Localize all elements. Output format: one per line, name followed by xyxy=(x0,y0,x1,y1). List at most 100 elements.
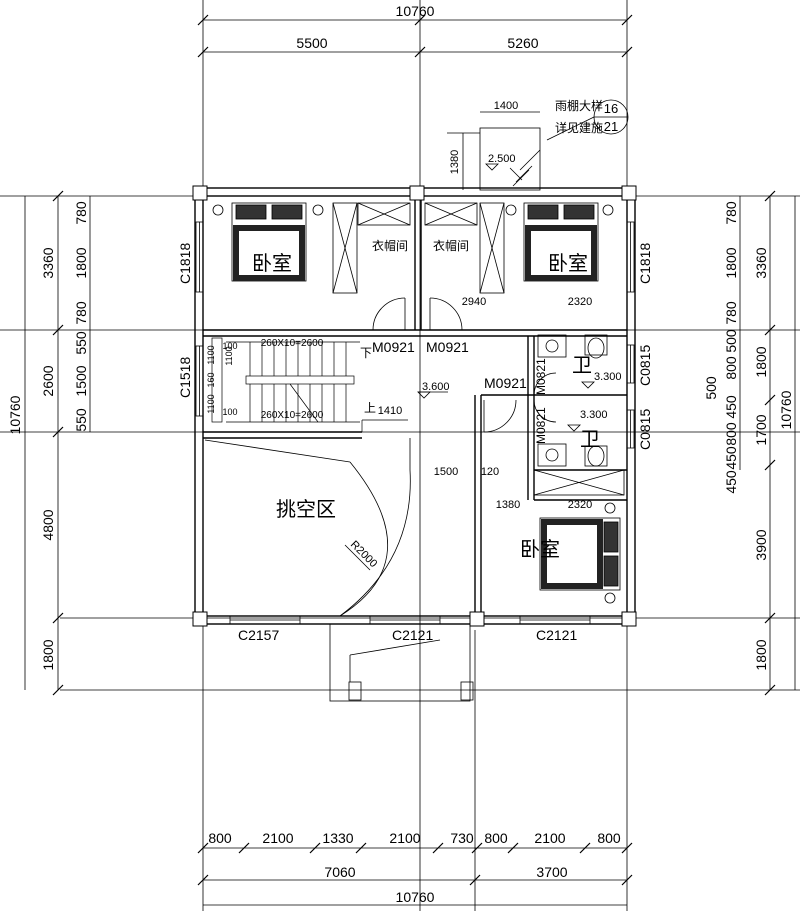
dim-top-right: 5260 xyxy=(507,35,538,51)
dim-bed3-left: 1380 xyxy=(496,499,520,511)
dimension-lines xyxy=(24,19,796,906)
elevation-markers xyxy=(417,163,595,432)
wall-column-markers xyxy=(192,185,637,627)
stair-down-label: 下 xyxy=(360,346,372,360)
dim-left-d6: 550 xyxy=(73,408,89,432)
bed-left xyxy=(212,202,324,282)
dim-right-g5: 1800 xyxy=(753,639,769,670)
dim-left-g2: 2600 xyxy=(40,365,56,396)
dim-stair-w3: 160 xyxy=(206,372,216,387)
dim-right-d1: 780 xyxy=(723,201,739,225)
stair-up-label: 上 xyxy=(364,401,376,415)
door-tag-closet-right: M0921 xyxy=(426,339,469,355)
window-frames xyxy=(195,221,635,625)
inner-dimension-text: 1400 1380 2940 2320 1500 120 1380 2320 1… xyxy=(206,100,592,511)
dim-bed3-right: 2320 xyxy=(568,499,592,511)
dim-top-left: 5500 xyxy=(296,35,327,51)
dim-right-d6: 500 xyxy=(703,376,719,400)
dim-right-d4: 500 xyxy=(723,329,739,353)
detail-callout xyxy=(519,99,629,171)
canopy-top xyxy=(447,127,541,191)
dim-right-d8: 800 xyxy=(723,422,739,446)
elevation-canopy: 2.500 xyxy=(488,153,516,165)
void-area-arc xyxy=(204,438,411,617)
dim-room-right: 2320 xyxy=(568,296,592,308)
dim-corridor: 1500 xyxy=(434,466,458,478)
dim-stair-w2: 1100 xyxy=(206,394,216,413)
dim-right-d10: 450 xyxy=(723,470,739,494)
dim-stair-run-bottom: 260X10=2600 xyxy=(261,410,324,421)
dim-right-d2: 1800 xyxy=(723,247,739,278)
dim-right-g4: 3900 xyxy=(753,529,769,560)
dim-bottom-right-group: 3700 xyxy=(536,864,567,880)
dimension-ticks xyxy=(52,14,776,886)
window-tag-south-center: C2121 xyxy=(392,627,433,643)
dim-left-d1: 780 xyxy=(73,201,89,225)
dim-right-d7: 450 xyxy=(723,395,739,419)
dim-bottom-seg-4: 2100 xyxy=(389,830,420,846)
right-dimension-text: 10760 3360 1800 1700 3900 1800 780 1800 … xyxy=(703,201,794,670)
room-label-bath-upper: 卫 xyxy=(572,355,592,377)
window-tag-south-right: C2121 xyxy=(536,627,577,643)
dim-right-d3: 780 xyxy=(723,301,739,325)
dim-top-total: 10760 xyxy=(396,3,435,19)
bed-lower xyxy=(539,502,621,604)
dim-stair-run-top: 260X10=2600 xyxy=(261,338,324,349)
dim-bottom-total: 10760 xyxy=(396,889,435,905)
dim-canopy-height: 1380 xyxy=(449,150,461,174)
dim-left-total: 10760 xyxy=(7,395,23,434)
staircase xyxy=(211,337,408,432)
window-tag-bath-lower: C0815 xyxy=(637,409,653,450)
canopy-note-line1: 雨棚大样 xyxy=(555,98,603,113)
dim-left-d3: 780 xyxy=(73,301,89,325)
dim-left-g3: 4800 xyxy=(40,509,56,540)
room-label-bedroom-right: 卧室 xyxy=(548,252,588,275)
dim-right-d9: 450 xyxy=(723,446,739,470)
dim-bottom-left-group: 7060 xyxy=(324,864,355,880)
bottom-dimension-text: 800 2100 1330 2100 730 800 2100 800 7060… xyxy=(208,830,621,905)
detail-index-top: 16 xyxy=(604,101,618,116)
canopy-dims xyxy=(462,111,540,190)
closet-cabinets xyxy=(332,202,625,496)
dim-bottom-seg-2: 2100 xyxy=(262,830,293,846)
dim-closet-right: 2940 xyxy=(462,296,486,308)
door-tag-bath-lower: M0821 xyxy=(534,407,548,444)
radius-label: R2000 xyxy=(348,539,379,570)
window-tag-bath-upper: C0815 xyxy=(637,345,653,386)
elevation-bath-upper: 3.300 xyxy=(594,371,622,383)
room-label-void: 挑空区 xyxy=(276,498,336,521)
window-tag-stair: C1518 xyxy=(177,357,193,398)
dim-bottom-seg-7: 2100 xyxy=(534,830,565,846)
dim-canopy-width: 1400 xyxy=(494,100,518,112)
door-tag-bedroom-three: M0921 xyxy=(484,375,527,391)
elevation-text: 2.500 3.600 3.300 3.300 xyxy=(422,153,622,421)
dim-bottom-seg-6: 800 xyxy=(484,830,508,846)
dim-right-g1: 3360 xyxy=(753,247,769,278)
elevation-landing: 3.600 xyxy=(422,381,450,393)
entrance-porch xyxy=(329,623,474,702)
dim-stair-w1: 1100 xyxy=(206,345,216,364)
dim-bottom-seg-3: 1330 xyxy=(322,830,353,846)
room-labels: 卧室 卧室 卧室 衣帽间 衣帽间 挑空区 卫 卫 雨棚大样 详见建施 16 21… xyxy=(252,98,618,570)
room-label-bath-lower: 卫 xyxy=(580,429,600,451)
door-tag-closet-left: M0921 xyxy=(372,339,415,355)
dim-left-d2: 1800 xyxy=(73,247,89,278)
detail-index-bottom: 21 xyxy=(604,119,618,134)
window-tag-bedroom-right: C1818 xyxy=(637,243,653,284)
dim-left-g1: 3360 xyxy=(40,247,56,278)
dim-bottom-seg-1: 800 xyxy=(208,830,232,846)
dim-right-g3: 1700 xyxy=(753,414,769,445)
window-tag-south-left: C2157 xyxy=(238,627,279,643)
dim-right-d5: 800 xyxy=(723,356,739,380)
dim-stair-w4: 1100 xyxy=(224,346,234,365)
dim-left-d4: 550 xyxy=(73,331,89,355)
dim-right-g2: 1800 xyxy=(753,346,769,377)
room-label-closet-left: 衣帽间 xyxy=(372,238,408,253)
dim-bottom-seg-5: 730 xyxy=(450,830,474,846)
window-tags: C1818 C1818 C1518 C0815 C0815 C2157 C212… xyxy=(177,243,653,643)
top-dimension-text: 10760 5500 5260 xyxy=(296,3,538,51)
dim-stair-landing: 1410 xyxy=(378,405,402,417)
dim-stair-w5: 100 xyxy=(222,341,237,351)
